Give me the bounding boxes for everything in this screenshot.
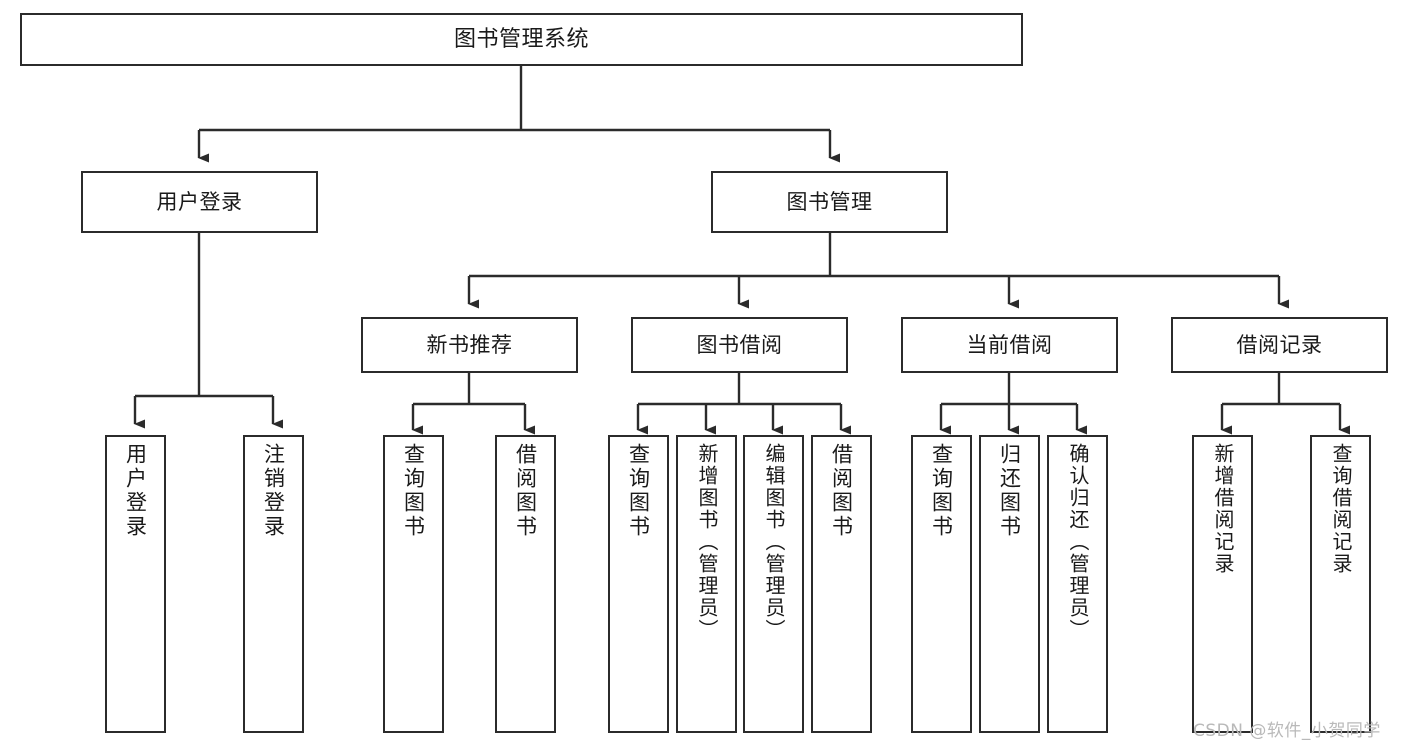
leaf-add-borrow-record[interactable]: 新增借阅记录	[1192, 435, 1253, 733]
node-book-management[interactable]: 图书管理	[711, 171, 948, 233]
node-label: 查询图书	[929, 443, 954, 539]
leaf-query-book-current[interactable]: 查询图书	[911, 435, 972, 733]
node-label: 借阅图书	[829, 443, 854, 539]
leaf-logout[interactable]: 注销登录	[243, 435, 304, 733]
node-book-borrow[interactable]: 图书借阅	[631, 317, 848, 373]
leaf-borrow-book-recommend[interactable]: 借阅图书	[495, 435, 556, 733]
node-label: 用户登录	[156, 189, 243, 214]
node-label: 查询借阅记录	[1329, 443, 1353, 575]
leaf-edit-book-admin[interactable]: 编辑图书（管理员）	[743, 435, 804, 733]
leaf-confirm-return-admin[interactable]: 确认归还（管理员）	[1047, 435, 1108, 733]
node-label: 查询图书	[401, 443, 426, 539]
node-label: 图书借阅	[696, 332, 783, 357]
leaf-return-book[interactable]: 归还图书	[979, 435, 1040, 733]
node-label: 归还图书	[997, 443, 1022, 539]
node-label: 借阅图书	[513, 443, 538, 539]
node-label: 新增借阅记录	[1211, 443, 1235, 575]
node-new-book-recommend[interactable]: 新书推荐	[361, 317, 578, 373]
node-label: 借阅记录	[1236, 332, 1323, 357]
node-current-borrow[interactable]: 当前借阅	[901, 317, 1118, 373]
node-label: 当前借阅	[966, 332, 1053, 357]
leaf-query-book-recommend[interactable]: 查询图书	[383, 435, 444, 733]
leaf-add-book-admin[interactable]: 新增图书（管理员）	[676, 435, 737, 733]
node-label: 图书管理系统	[453, 26, 589, 52]
leaf-query-borrow-record[interactable]: 查询借阅记录	[1310, 435, 1371, 733]
leaf-user-login[interactable]: 用户登录	[105, 435, 166, 733]
node-label: 新增图书（管理员）	[695, 443, 719, 641]
node-label: 查询图书	[626, 443, 651, 539]
node-borrow-record[interactable]: 借阅记录	[1171, 317, 1388, 373]
node-label: 确认归还（管理员）	[1066, 443, 1090, 641]
leaf-query-book-borrow[interactable]: 查询图书	[608, 435, 669, 733]
node-label: 新书推荐	[426, 332, 513, 357]
leaf-borrow-book[interactable]: 借阅图书	[811, 435, 872, 733]
csdn-watermark: CSDN @软件_小贺同学	[1193, 721, 1381, 741]
node-label: 用户登录	[123, 443, 148, 539]
node-label: 注销登录	[261, 443, 286, 539]
node-root-book-management-system[interactable]: 图书管理系统	[20, 13, 1023, 66]
node-user-login[interactable]: 用户登录	[81, 171, 318, 233]
node-label: 编辑图书（管理员）	[762, 443, 786, 641]
node-label: 图书管理	[786, 189, 873, 214]
